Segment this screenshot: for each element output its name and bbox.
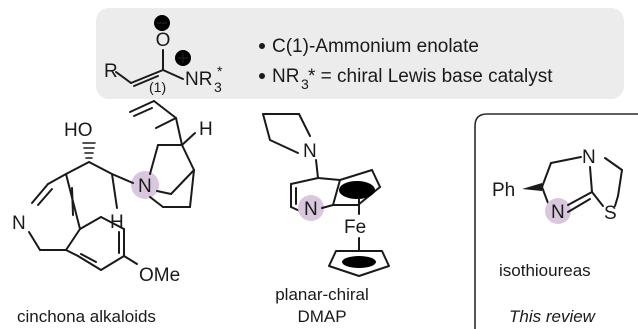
hydroxyl-label: HO <box>64 120 93 141</box>
bullet-dot <box>259 73 265 79</box>
caption-isothioureas: isothioureas <box>499 261 591 280</box>
hashed-bond-oh <box>82 142 96 159</box>
ammonium-subscript: 3 <box>214 79 222 95</box>
bullet-nr3-subscript: 3 <box>301 76 309 92</box>
quinuclidine-nitrogen: N <box>138 176 152 197</box>
quinuclidine-nitrogen-highlight <box>131 171 159 199</box>
bullet-ammonium-enolate: C(1)-Ammonium enolate <box>272 36 479 57</box>
sulfur-label: S <box>604 203 617 224</box>
c-n-bond <box>162 69 184 80</box>
h-bottom-label: H <box>110 212 124 233</box>
bullet-dot <box>259 43 265 49</box>
amidine-nitrogen-highlight <box>545 198 571 224</box>
caption-dmap-line1: planar-chiral <box>275 285 369 304</box>
planar-chiral-dmap-structure: N N Fe planar-chiral DMAP <box>262 113 390 326</box>
pyridine-nitrogen-highlight <box>298 195 324 221</box>
isothiourea-frame <box>474 113 638 329</box>
this-review-label: This review <box>509 307 597 326</box>
ammonium-star: * <box>217 63 223 79</box>
lower-cp-ring <box>328 250 390 277</box>
caption-dmap-line2: DMAP <box>297 307 346 326</box>
ammonium-label: NR <box>185 69 212 90</box>
c1-position-label: (1) <box>149 79 166 95</box>
enolate-header-panel: O R NR 3 * (1) C(1)-Ammonium enolate NR … <box>96 8 624 99</box>
enolate-oxygen-label: O <box>156 30 171 51</box>
header-background <box>96 8 624 99</box>
iron-label: Fe <box>344 217 366 238</box>
h-top-label: H <box>199 119 213 140</box>
phenyl-label: Ph <box>492 180 515 201</box>
amidine-nitrogen: N <box>551 202 565 223</box>
ring-nitrogen-top: N <box>582 147 596 168</box>
definition-bullets: C(1)-Ammonium enolate NR 3 * = chiral Le… <box>259 36 553 92</box>
r-group-label: R <box>104 61 118 82</box>
wedge-bond-ph <box>522 183 542 191</box>
c-c-double-bond-2 <box>133 75 159 87</box>
caption-cinchona: cinchona alkaloids <box>17 307 156 326</box>
c-c-double-bond-1 <box>130 69 164 84</box>
bullet-chiral-lewis-base: * = chiral Lewis base catalyst <box>308 66 553 87</box>
pyrrolidine-nitrogen: N <box>303 141 317 162</box>
r-c-bond <box>115 71 132 84</box>
methoxy-label: OMe <box>139 265 180 286</box>
cinchona-alkaloid-structure: N OMe HO N H <box>12 100 213 326</box>
ammonium-enolate-structure: O R NR 3 * (1) <box>104 15 223 95</box>
pyridine-nitrogen: N <box>304 199 318 220</box>
isothiourea-box: Ph N N S isothioureas This review <box>474 113 638 329</box>
quinoline-nitrogen: N <box>12 213 26 234</box>
bullet-nr3-label: NR <box>272 66 299 87</box>
ammonium-nr-text: NR <box>185 69 212 90</box>
